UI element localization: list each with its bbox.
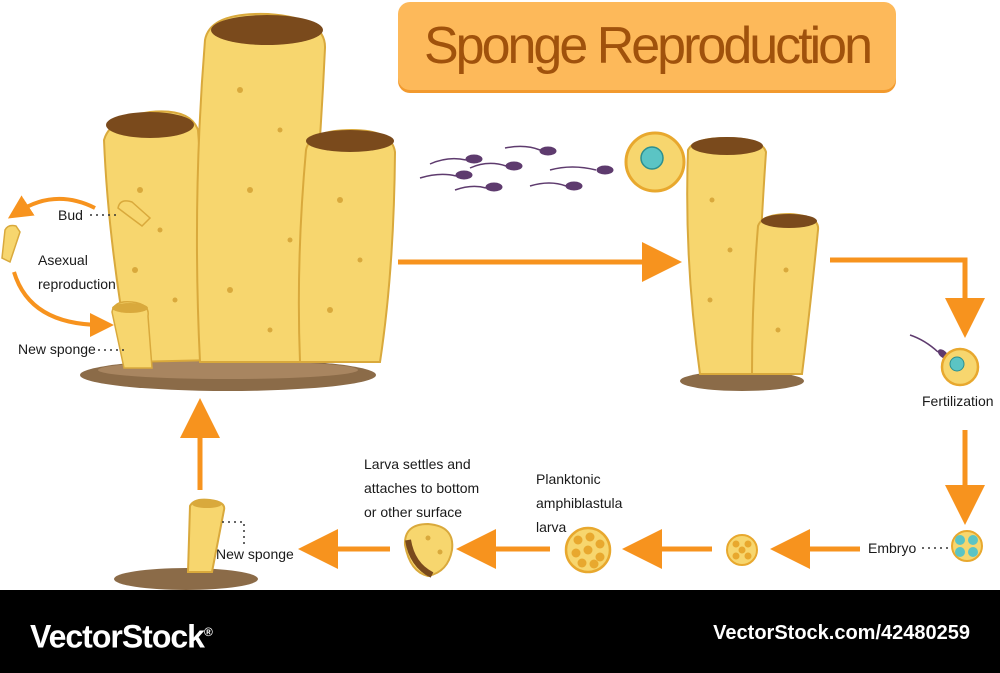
sperm-icon: [504, 145, 557, 156]
sperm-icon: [529, 181, 583, 191]
footer-bar: VectorStock® VectorStock.com/42480259: [0, 590, 1000, 673]
label-new-sponge-top: New sponge: [18, 341, 96, 357]
label-larva-settles-line2: attaches to bottom: [364, 480, 480, 496]
bud-icon: [117, 200, 152, 227]
label-embryo: Embryo: [868, 540, 917, 556]
new-sponge-bottom-icon: [114, 498, 258, 590]
page-title: Sponge Reproduction: [423, 17, 873, 75]
sperm-icon: [469, 161, 523, 171]
fertilization-icon: [909, 334, 980, 387]
sponge-tube-right: [297, 128, 397, 363]
rock-ground-icon: [114, 568, 258, 590]
sperm-group: [419, 145, 614, 192]
label-planktonic-line1: Planktonic: [536, 471, 601, 487]
label-fertilization: Fertilization: [922, 393, 994, 409]
sponge-osculum: [106, 112, 194, 138]
egg-cell-icon: [624, 131, 686, 193]
label-planktonic-line3: larva: [536, 519, 567, 535]
arrow-icon: [830, 257, 985, 338]
rock-ground-icon: [680, 371, 804, 391]
morula-icon: [726, 534, 758, 566]
sponge-osculum: [112, 303, 148, 313]
larva-icon: [564, 526, 612, 574]
label-larva-settles-line1: Larva settles and: [364, 456, 471, 472]
registered-mark: ®: [203, 625, 213, 639]
label-bud: Bud: [58, 207, 83, 223]
label-new-sponge-bottom: New sponge: [216, 546, 294, 562]
diagram-artwork: [1, 12, 985, 590]
sperm-icon: [429, 154, 483, 165]
detached-bud-icon: [1, 224, 21, 264]
embryo-icon: [951, 530, 983, 562]
sperm-icon: [419, 170, 473, 180]
brand-url: VectorStock.com/42480259: [713, 622, 970, 644]
settled-larva-icon: [403, 522, 454, 578]
rock-ground-icon: [98, 361, 358, 379]
label-asexual-line2: reproduction: [38, 276, 116, 292]
sponge-osculum: [211, 15, 323, 45]
sperm-icon: [549, 165, 614, 175]
sponge-pores: [132, 87, 363, 333]
arrow-icon: [12, 271, 114, 337]
title-banner: Sponge Reproduction: [398, 2, 896, 90]
sperm-icon: [454, 182, 503, 192]
label-larva-settles-line3: or other surface: [364, 504, 463, 520]
arrow-icon: [7, 195, 96, 219]
label-asexual-line1: Asexual: [38, 252, 88, 268]
sponge-colony-icon: [80, 12, 397, 391]
sponge-osculum: [306, 130, 394, 152]
brand-logo: VectorStock®: [30, 612, 213, 657]
new-sponge-bottom-leader: [222, 521, 245, 548]
sponge-adult-right-icon: [680, 136, 820, 391]
label-planktonic-line2: amphiblastula: [536, 495, 623, 511]
brand-name: VectorStock: [30, 618, 205, 655]
